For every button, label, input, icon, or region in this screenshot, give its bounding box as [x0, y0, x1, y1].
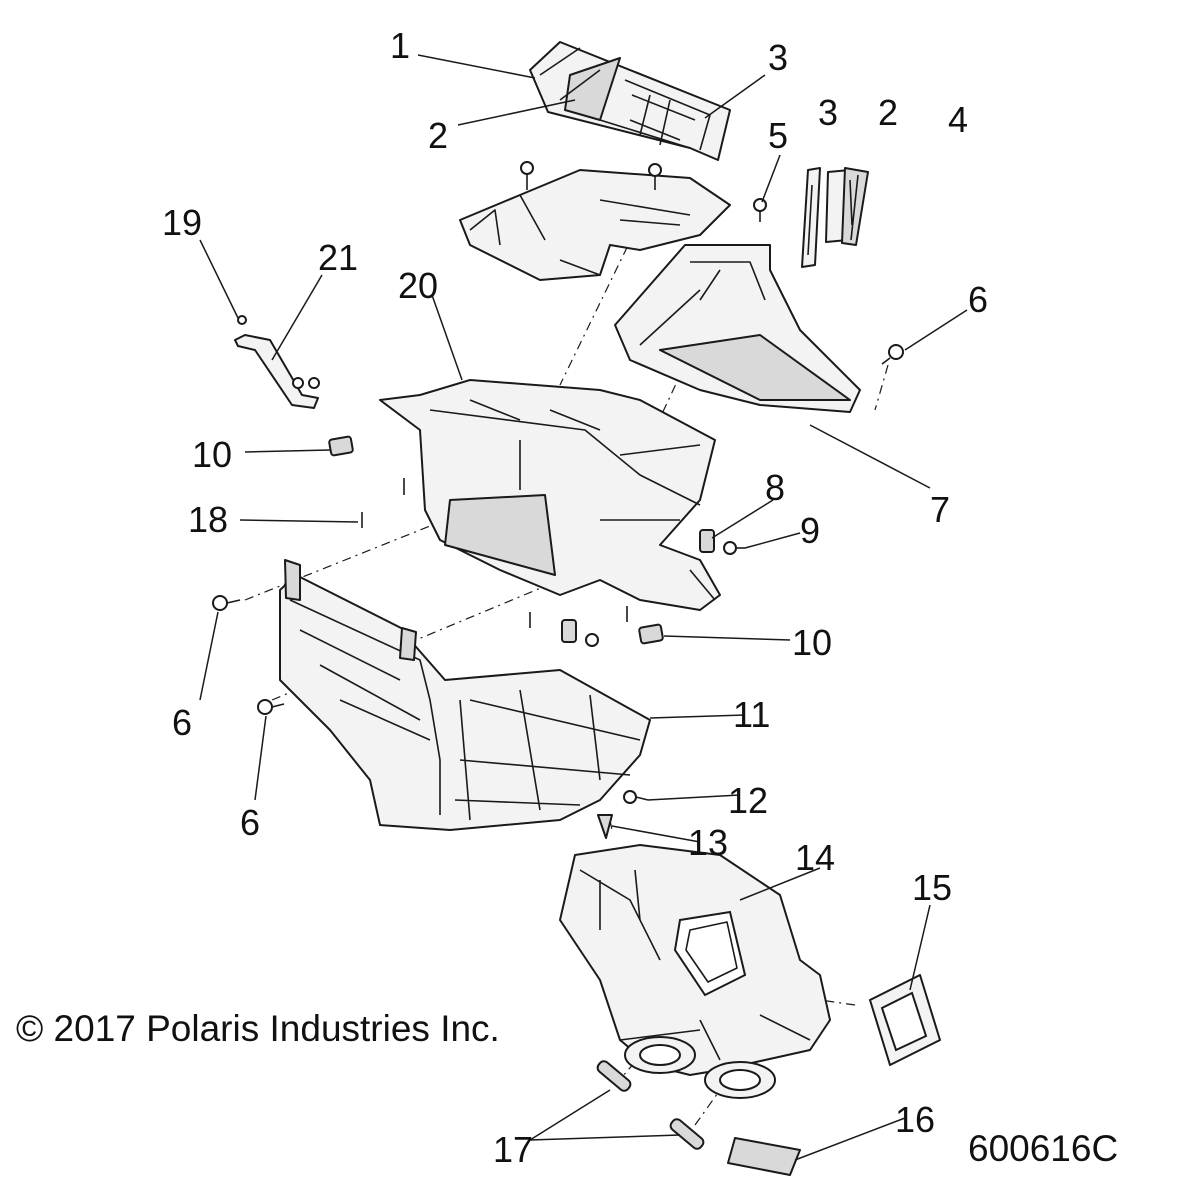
callout-6: 6: [968, 279, 988, 320]
callout-18: 18: [188, 499, 228, 540]
upper-intake-housing: [459, 169, 731, 281]
callout-6: 6: [240, 802, 260, 843]
callout-3: 3: [818, 92, 838, 133]
intake-duct: [279, 559, 651, 831]
callout-17: 17: [493, 1129, 533, 1170]
lower-airbox-base: [379, 379, 721, 611]
callout-5: 5: [768, 115, 788, 156]
callout-labels: 1 3 2 3 2 4 5 6 19 21 20 10 7 8 9 18 6 1…: [162, 25, 988, 1170]
clip-nuts: [328, 435, 715, 645]
callout-9: 9: [800, 510, 820, 551]
callout-20: 20: [398, 265, 438, 306]
callout-10: 10: [792, 622, 832, 663]
callout-15: 15: [912, 867, 952, 908]
callout-6: 6: [172, 702, 192, 743]
callout-11: 11: [733, 694, 770, 735]
callout-12: 12: [728, 780, 768, 821]
callout-2: 2: [428, 115, 448, 156]
callout-8: 8: [765, 467, 785, 508]
decal-plate: [727, 1137, 801, 1176]
side-duct: [614, 244, 861, 413]
callout-1: 1: [390, 25, 410, 66]
callout-21: 21: [318, 237, 358, 278]
hose-clamps: [596, 1060, 705, 1150]
callout-4: 4: [948, 99, 968, 140]
support-bracket: [234, 315, 320, 409]
callout-14: 14: [795, 837, 835, 878]
filter-seal-strips: [801, 167, 869, 268]
callout-19: 19: [162, 202, 202, 243]
airbox-housing: [559, 844, 831, 1099]
drawing-number: 600616C: [968, 1128, 1119, 1169]
callout-3: 3: [768, 37, 788, 78]
air-filter-cage: [529, 41, 731, 161]
callout-10: 10: [192, 434, 232, 475]
callout-7: 7: [930, 489, 950, 530]
callout-13: 13: [688, 822, 728, 863]
fasteners: [212, 161, 904, 839]
callout-2: 2: [878, 92, 898, 133]
leader-lines: [199, 54, 968, 1161]
duct-seal: [869, 974, 941, 1066]
callout-16: 16: [895, 1099, 935, 1140]
copyright-notice: © 2017 Polaris Industries Inc.: [16, 1008, 500, 1049]
